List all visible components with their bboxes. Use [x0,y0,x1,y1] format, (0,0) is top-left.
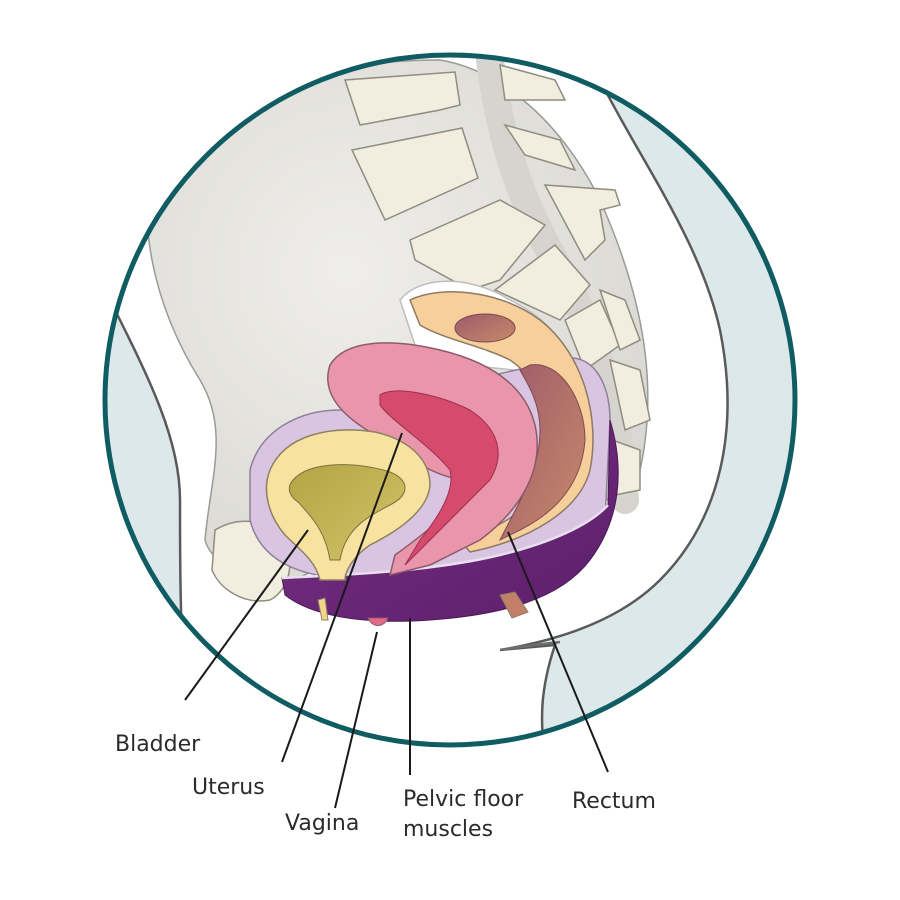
bladder-lumen [288,464,406,561]
coccyx-segment-2 [608,358,651,432]
vertebra-4 [493,243,591,321]
label-vagina: Vagina [285,811,360,836]
rectum-lumen [498,364,586,542]
coccyx-segment-1 [598,288,641,352]
circle-frame [102,52,798,748]
leader-line-vagina [334,631,378,809]
label-uterus: Uterus [192,775,265,800]
back-skin-region [499,55,795,745]
label-rectum: Rectum [572,789,656,814]
label-bladder: Bladder [115,732,201,757]
vaginal-opening [367,617,389,626]
leader-line-rectum [507,531,609,773]
urethra-opening [317,597,329,621]
thigh-contour [499,640,561,652]
anal-canal [499,591,529,619]
leader-lines [184,432,609,809]
spinous-process-1 [499,63,567,101]
leader-line-bladder [184,529,309,701]
leader-line-uterus [281,432,403,763]
uterine-cavity [379,390,499,566]
vertebrae [343,63,651,496]
vertebra-3 [409,199,547,291]
spinous-process-3 [543,184,621,262]
spinous-process-2 [503,123,577,172]
vertebra-1 [343,71,461,126]
vertebra-2 [350,127,479,221]
rectum-lumen-upper [454,313,516,343]
label-pelvic-floor-line2: muscles [403,817,494,842]
label-pelvic-floor-line1: Pelvic floor [403,787,524,812]
label-pelvic-floor-muscles: Pelvic floor muscles [403,785,523,845]
